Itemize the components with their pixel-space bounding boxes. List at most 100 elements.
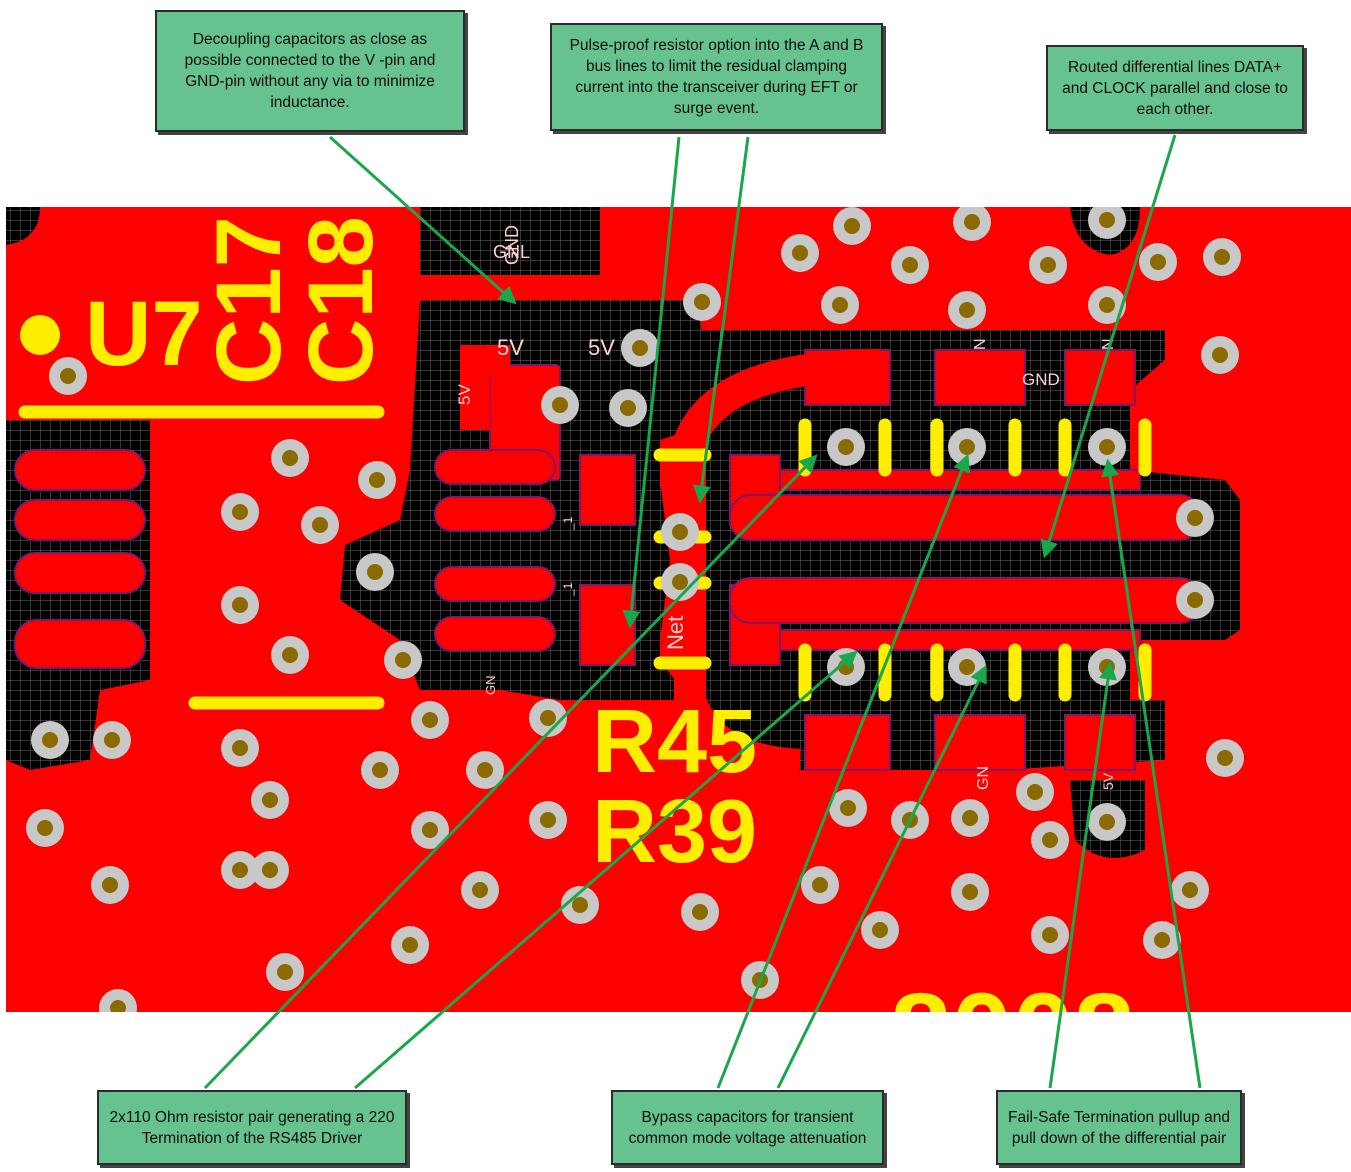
via-hole [1099, 297, 1115, 313]
net-label-1: _1 [561, 582, 575, 597]
via-hole [395, 652, 411, 668]
net-label-5v: 5V [1100, 772, 1116, 790]
designator-partial: 8008 [890, 971, 1135, 1094]
via-hole [964, 214, 980, 230]
arrow-termination-1 [203, 454, 818, 1090]
via-hole [282, 647, 298, 663]
via-hole [232, 862, 248, 878]
ic-pad [14, 499, 146, 541]
arrow-termination-2 [354, 650, 858, 1090]
arrow-differential [1040, 134, 1177, 559]
ic-pad [434, 566, 556, 602]
via-hole [959, 659, 975, 675]
net-label-n: N [1100, 338, 1117, 350]
via-hole [42, 732, 58, 748]
curved-trace [674, 349, 881, 781]
ic-pad [434, 449, 556, 485]
via-hole [572, 897, 588, 913]
callout-differential-text: Routed differential lines DATA+ and CLOC… [1062, 58, 1288, 118]
callout-termination: 2x110 Ohm resistor pair generating a 220… [97, 1090, 407, 1165]
net-label-n: N [972, 338, 989, 350]
diff-trace-data [729, 494, 1201, 541]
trace [779, 629, 1141, 651]
via-hole [37, 820, 53, 836]
via-hole [1042, 927, 1058, 943]
via-hole [1182, 882, 1198, 898]
via-hole [902, 257, 918, 273]
cap-pad [934, 714, 1026, 771]
resistor-pad [579, 454, 636, 526]
callout-differential: Routed differential lines DATA+ and CLOC… [1046, 45, 1304, 131]
arrow-failsafe-2 [1101, 458, 1202, 1089]
via-hole [1187, 592, 1203, 608]
net-label-gn: GN [483, 676, 498, 696]
via-hole [672, 574, 688, 590]
via-hole [792, 245, 808, 261]
via-hole [472, 882, 488, 898]
designator-u7: U7 [85, 283, 203, 385]
via-hole [372, 762, 388, 778]
cap-pad [934, 349, 1026, 406]
via-hole [262, 862, 278, 878]
via-hole [694, 294, 710, 310]
via-hole [812, 877, 828, 893]
via-hole [620, 400, 636, 416]
designator-c17: C17 [198, 216, 300, 385]
via-hole [232, 740, 248, 756]
via-hole [1099, 212, 1115, 228]
via-hole [872, 922, 888, 938]
via-hole [402, 937, 418, 953]
pin1-marker [20, 315, 60, 355]
net-label-gnd: GND [502, 225, 522, 265]
net-label-net: Net [663, 616, 688, 650]
callout-bypass: Bypass capacitors for transient common m… [611, 1090, 884, 1165]
net-label-gnl: GNL [493, 242, 530, 262]
via-hole [422, 712, 438, 728]
ic-pad [14, 552, 146, 594]
via-hole [262, 792, 278, 808]
ic-pad [434, 616, 556, 652]
callout-bypass-text: Bypass capacitors for transient common m… [628, 1108, 867, 1147]
via-hole [552, 397, 568, 413]
via-hole [959, 439, 975, 455]
net-label-5v: 5V [588, 335, 615, 360]
via-hole [632, 340, 648, 356]
ic-pad [14, 449, 146, 491]
via-hole [1099, 814, 1115, 830]
via-hole [104, 732, 120, 748]
via-hole [672, 524, 688, 540]
callout-termination-text: 2x110 Ohm resistor pair generating a 220… [109, 1108, 395, 1147]
via-hole [1217, 750, 1233, 766]
via-hole [840, 800, 856, 816]
ic-pad [434, 496, 556, 532]
via-hole [232, 597, 248, 613]
ic-pad [14, 619, 146, 669]
designator-c18: C18 [290, 216, 392, 385]
via-hole [477, 762, 493, 778]
via-hole [1214, 249, 1230, 265]
via-hole [1027, 784, 1043, 800]
via-hole [838, 439, 854, 455]
via-hole [1040, 257, 1056, 273]
via-hole [1099, 659, 1115, 675]
annotation-arrows [203, 134, 1202, 1090]
arrow-bypass-2 [776, 664, 987, 1089]
via-hole [832, 297, 848, 313]
board-area: U7 C17 C18 R45 R39 8008 GND GNL 5V 5V 5V… [6, 207, 1351, 1094]
net-label-gn: GN [975, 766, 992, 790]
net-label-5v: 5V [497, 335, 524, 360]
via-hole [110, 1000, 126, 1012]
via-hole [312, 517, 328, 533]
via-hole [1154, 932, 1170, 948]
via-hole [1042, 832, 1058, 848]
arrow-pulse-proof-2 [692, 136, 750, 504]
arrow-pulse-proof-1 [622, 136, 681, 629]
net-label-gnd: GND [1022, 370, 1060, 389]
via-hole [102, 877, 118, 893]
net-label-1: _1 [561, 516, 575, 531]
designator-r39: R39 [592, 782, 757, 882]
via-hole [282, 450, 298, 466]
callout-pulse-proof: Pulse-proof resistor option into the A a… [550, 23, 883, 131]
via-hole [540, 812, 556, 828]
